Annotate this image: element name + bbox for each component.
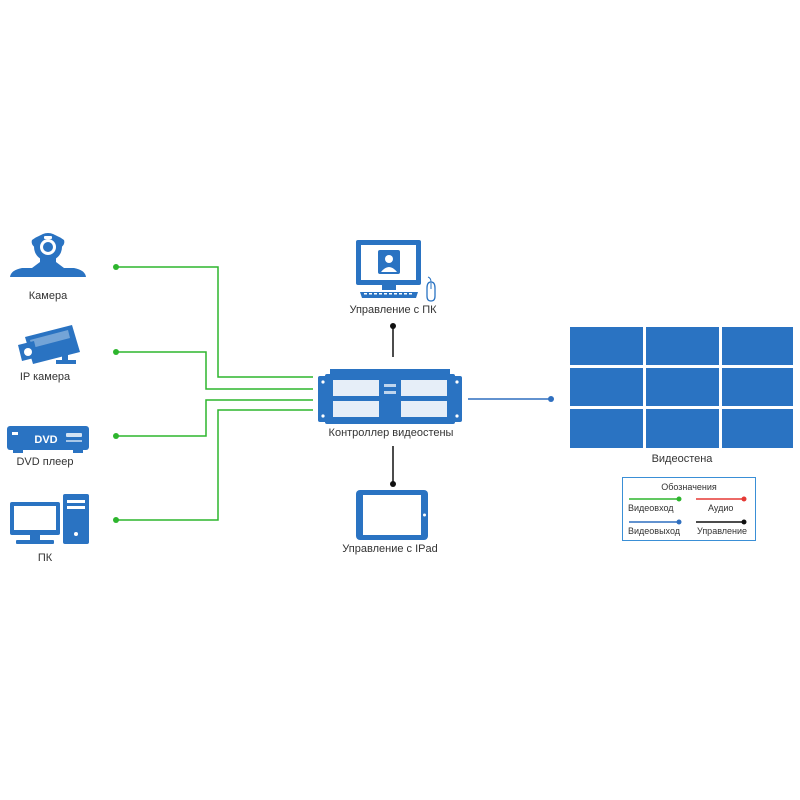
wall-panel bbox=[570, 409, 643, 448]
video-input-wires bbox=[116, 266, 313, 521]
wall-panel bbox=[646, 327, 719, 365]
legend-item-audio: Аудио bbox=[708, 503, 734, 513]
legend-item-video-out: Видеовыход bbox=[628, 526, 681, 536]
controller-icon bbox=[318, 369, 462, 424]
dot-control-pc bbox=[390, 323, 396, 329]
wall-panel bbox=[646, 368, 719, 406]
wall-panel bbox=[722, 368, 793, 406]
control-pc-label: Управление с ПК bbox=[349, 304, 437, 316]
legend-dot bbox=[741, 519, 747, 525]
wire-dvd bbox=[116, 399, 313, 437]
legend-dot bbox=[676, 496, 682, 502]
dvd-player-icon: DVD bbox=[7, 426, 89, 453]
wire-camera bbox=[116, 266, 313, 378]
monitor-icon bbox=[356, 240, 421, 298]
legend-swatches bbox=[629, 496, 747, 525]
legend-item-video-in: Видеовход bbox=[628, 503, 674, 513]
legend-title: Обозначения bbox=[661, 482, 717, 492]
wall-panel bbox=[646, 409, 719, 448]
tablet-icon bbox=[356, 490, 428, 540]
dot-video-out bbox=[548, 396, 554, 402]
pc-icon bbox=[10, 494, 89, 544]
wall-panel bbox=[570, 327, 643, 365]
dot-ip-camera bbox=[113, 349, 119, 355]
dot-pc bbox=[113, 517, 119, 523]
wall-panel bbox=[722, 327, 793, 365]
dot-dvd bbox=[113, 433, 119, 439]
ip-camera-icon bbox=[18, 325, 80, 364]
video-wall-icon bbox=[570, 327, 793, 448]
dvd-badge: DVD bbox=[34, 434, 57, 446]
camera-label: Камера bbox=[28, 290, 68, 302]
mouse-icon bbox=[426, 276, 436, 302]
wire-ip-camera bbox=[116, 351, 313, 390]
ip-camera-label: IP камера bbox=[19, 371, 71, 383]
video-wall-label: Видеостена bbox=[651, 453, 713, 465]
legend-item-control: Управление bbox=[697, 526, 748, 536]
wall-panel bbox=[570, 368, 643, 406]
pc-label: ПК bbox=[37, 552, 53, 564]
dvd-player-label: DVD плеер bbox=[16, 456, 74, 468]
video-input-dots bbox=[113, 264, 119, 523]
legend-dot bbox=[676, 519, 682, 525]
legend-dot bbox=[741, 496, 747, 502]
wire-pc bbox=[116, 409, 313, 521]
control-ipad-label: Управление с IPad bbox=[342, 543, 438, 555]
controller-label: Контроллер видеостены bbox=[328, 427, 454, 439]
legend: Обозначения Видеовход Аудио Видеовыход У… bbox=[622, 477, 756, 541]
dot-camera bbox=[113, 264, 119, 270]
dot-control-ipad bbox=[390, 481, 396, 487]
camera-icon bbox=[10, 233, 86, 277]
wall-panel bbox=[722, 409, 793, 448]
